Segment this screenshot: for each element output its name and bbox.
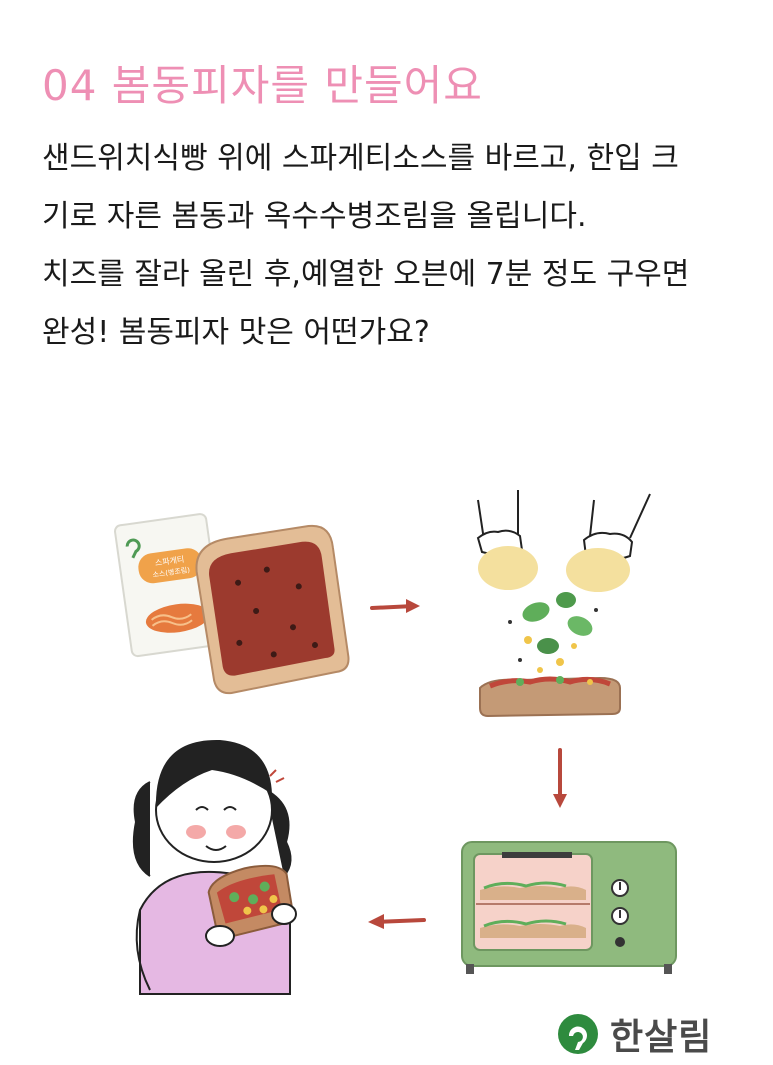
page-title: 04 봄동피자를 만들어요 <box>42 61 483 110</box>
brand-name: 한살림 <box>610 1017 713 1058</box>
sauce-pack-icon: 스파게티 소스(병조림) <box>114 513 224 658</box>
instruction-line-2: 기로 자른 봄동과 옥수수병조림을 올립니다. <box>42 199 587 234</box>
recipe-instructions: 샌드위치식빵 위에 스파게티소스를 바르고, 한입 크 기로 자른 봄동과 옥수… <box>42 130 742 362</box>
toaster-oven-icon <box>461 841 677 974</box>
instruction-line-4: 완성! 봄동피자 맛은 어떤가요? <box>42 315 430 350</box>
hansalim-leaf-logo-icon <box>558 1014 598 1054</box>
adding-toppings-illustration <box>476 490 651 718</box>
hansalim-brand: 한살림 <box>556 1008 712 1060</box>
sauce-pack-label-1: 스파게티 <box>154 554 185 568</box>
instruction-line-3: 치즈를 잘라 올린 후,예열한 오븐에 7분 정도 구우면 <box>42 257 690 292</box>
recipe-illustration: 스파게티 소스(병조림) <box>114 490 677 995</box>
arrow-down-icon <box>553 748 567 808</box>
instruction-line-1: 샌드위치식빵 위에 스파게티소스를 바르고, 한입 크 <box>42 141 679 176</box>
arrow-left-icon <box>368 914 426 929</box>
girl-eating-pizza-illustration <box>132 739 297 995</box>
sauce-and-bread-illustration: 스파게티 소스(병조림) <box>114 513 350 695</box>
arrow-right-icon <box>370 599 420 613</box>
bread-with-sauce-icon <box>195 524 350 695</box>
